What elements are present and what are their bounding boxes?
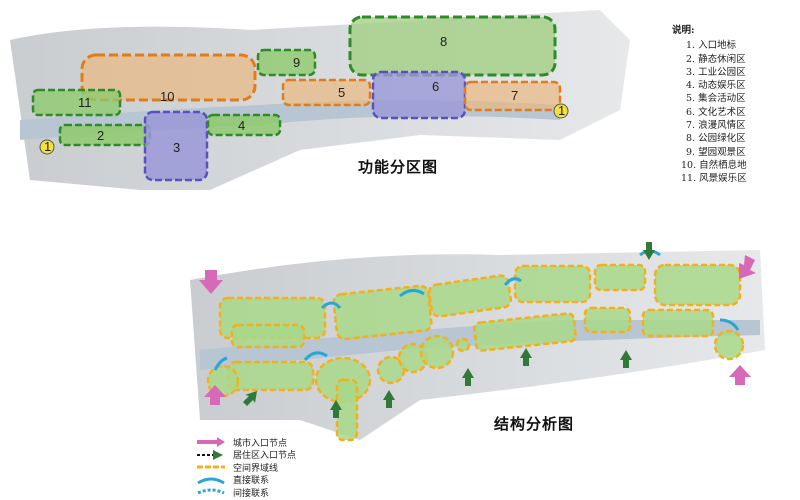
zone-label: 6 <box>432 79 439 94</box>
city-entrances <box>199 255 756 405</box>
zone-3[interactable] <box>143 110 209 182</box>
space-zone[interactable] <box>226 360 315 392</box>
legend-row: 城市入口节点 <box>195 436 296 449</box>
zone-11[interactable] <box>31 88 122 117</box>
structure-map-title: 结构分析图 <box>494 415 575 433</box>
direct-link-arrow-icon <box>197 477 225 485</box>
legend-item: 8. 公园绿化区 <box>686 133 746 145</box>
legend-label: 居住区入口节点 <box>233 451 297 462</box>
space-zone[interactable] <box>230 323 306 349</box>
legend-row: 空间界域线 <box>195 461 296 474</box>
space-zone[interactable] <box>427 274 513 318</box>
zone-5[interactable] <box>281 78 372 107</box>
legend-item: 5. 集会活动区 <box>686 93 746 105</box>
legend-row: 间接联系 <box>195 486 296 499</box>
direct-link-arrow <box>303 351 328 362</box>
direct-link-arrow <box>213 356 228 371</box>
zone-label: 3 <box>173 140 180 155</box>
space-zone[interactable] <box>332 284 433 341</box>
residential-entrances <box>243 242 655 418</box>
city-entrance-arrow <box>204 385 226 405</box>
legend-label: 空间界域线 <box>233 463 279 474</box>
legend-item: 3. 工业公园区 <box>686 66 746 78</box>
space-boundary-line-icon <box>197 465 225 469</box>
zone-legend: 说明: 1. 入口地标 2. 静态休闲区 3. 工业公园区 4. 动态娱乐区 5… <box>672 24 747 186</box>
city-entrance-arrow <box>739 255 756 279</box>
legend-row: 直接联系 <box>195 474 296 487</box>
function-zoning-map: 1 2 3 4 5 6 7 8 9 10 11 1 <box>10 10 630 190</box>
zone-10[interactable] <box>80 53 257 102</box>
space-zone[interactable] <box>455 337 471 353</box>
zone-label: 9 <box>293 55 300 70</box>
city-entrance-arrow-icon <box>197 437 225 448</box>
zone-4[interactable] <box>206 113 282 137</box>
space-zone[interactable] <box>419 334 455 370</box>
direct-link-arrow <box>399 289 425 298</box>
structure-legend: 城市入口节点 居住区入口节点 空间界域线 直接联系 间接联系 <box>195 436 296 499</box>
residential-entrance-arrow <box>330 400 342 418</box>
direct-link-arrow <box>719 318 740 331</box>
residential-entrance-arrow <box>620 350 632 368</box>
legend-item: 9. 望园观景区 <box>686 146 746 158</box>
legend-label: 直接联系 <box>233 476 270 487</box>
direct-link-arrow <box>503 277 522 286</box>
space-zone[interactable] <box>713 329 745 361</box>
legend-heading: 说明: <box>672 25 695 36</box>
space-zone[interactable] <box>473 312 577 352</box>
legend-item: 4. 动态娱乐区 <box>686 80 746 92</box>
zone-label: 7 <box>511 88 518 103</box>
zone-7[interactable] <box>463 80 562 112</box>
zone-label: 5 <box>338 85 345 100</box>
indirect-link-arrow-icon <box>197 488 225 495</box>
space-zone[interactable] <box>641 308 715 338</box>
residential-entrance-arrow <box>643 242 655 260</box>
space-zone[interactable] <box>593 263 647 292</box>
residential-entrance-arrow <box>243 391 257 406</box>
entrance-marker-east[interactable] <box>553 103 569 119</box>
zone-label: 1 <box>44 139 51 154</box>
zone-label: 2 <box>97 128 104 143</box>
residential-entrance-arrow <box>520 348 532 366</box>
city-entrance-arrow <box>199 270 223 294</box>
city-entrance-arrow <box>729 365 751 385</box>
space-zone[interactable] <box>653 263 742 307</box>
legend-item: 7. 浪漫风情区 <box>686 120 746 132</box>
structure-analysis-map <box>190 242 765 442</box>
zone-label: 8 <box>440 34 447 49</box>
legend-item: 1. 入口地标 <box>686 40 737 52</box>
legend-label: 间接联系 <box>233 488 270 499</box>
space-zone[interactable] <box>583 306 632 334</box>
legend-row: 居住区入口节点 <box>195 449 297 462</box>
direct-link-arrow <box>320 301 342 310</box>
legend-item: 11. 风景娱乐区 <box>681 173 747 185</box>
space-zone[interactable] <box>335 378 359 442</box>
zone-label: 1 <box>558 103 565 118</box>
zone-2[interactable] <box>58 123 152 147</box>
residential-entrance-arrow-icon <box>197 449 223 460</box>
legend-item: 2. 静态休闲区 <box>686 53 746 65</box>
residential-entrance-arrow <box>462 368 474 386</box>
residential-entrance-arrow <box>383 390 395 408</box>
space-zone[interactable] <box>513 264 592 304</box>
zone-label: 4 <box>238 118 245 133</box>
legend-label: 城市入口节点 <box>233 438 288 449</box>
legend-item: 10. 自然栖息地 <box>681 159 747 171</box>
function-map-title: 功能分区图 <box>358 158 439 176</box>
zone-label: 10 <box>160 89 174 104</box>
zone-6[interactable] <box>371 70 467 120</box>
zone-8[interactable] <box>348 15 557 77</box>
entrance-marker-west[interactable] <box>39 139 55 155</box>
zone-9[interactable] <box>256 48 317 77</box>
legend-item: 6. 文化艺术区 <box>686 106 746 118</box>
zone-label: 11 <box>78 95 92 110</box>
